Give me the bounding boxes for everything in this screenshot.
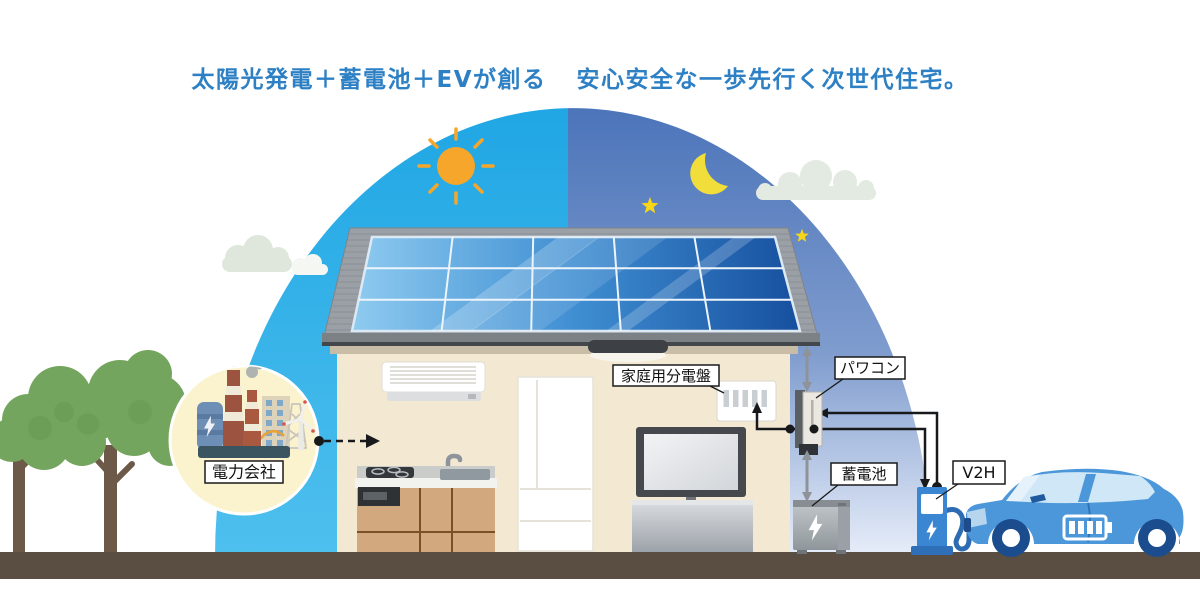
- power-wiring: [752, 402, 939, 490]
- sink: [440, 469, 490, 480]
- headline: 太陽光発電＋蓄電池＋EVが創る 安心安全な一歩先行く次世代住宅。: [0, 60, 1160, 94]
- tv-cabinet: [632, 503, 753, 553]
- storage-battery-unit: [793, 500, 850, 554]
- distribution-board: [716, 380, 777, 422]
- grid-to-house-arrow: [314, 434, 380, 448]
- cloud-icon: [756, 160, 876, 200]
- chimney-icon: [223, 370, 261, 448]
- power-plant-icon: [197, 366, 315, 458]
- headline-part2: 安心安全な一歩先行く次世代住宅。: [576, 67, 969, 93]
- house: [321, 227, 821, 553]
- charging-cable: [942, 507, 972, 552]
- power-conditioner-unit: [795, 390, 823, 455]
- electric-vehicle: [964, 468, 1184, 557]
- crescent-moon-icon: [690, 153, 728, 195]
- air-conditioner: [381, 361, 486, 401]
- battery-gauge-icon: [1062, 514, 1112, 541]
- solar-panel: [350, 235, 802, 333]
- battery-label: 蓄電池: [841, 465, 886, 483]
- cloud-icon: [222, 235, 292, 272]
- callout-battery: 蓄電池: [811, 462, 898, 507]
- power-company-badge: 電力会社: [168, 364, 320, 516]
- callout-power-conditioner: パワコン: [815, 356, 906, 399]
- distribution-board-label: 家庭用分電盤: [621, 367, 711, 385]
- tv: [632, 427, 753, 553]
- wire-node: [785, 424, 795, 434]
- power-company-label: 電力会社: [212, 463, 276, 482]
- v2h-station: [911, 487, 972, 555]
- kitchen-counter: [355, 453, 497, 553]
- wind-turbine-icon: [282, 400, 315, 450]
- v2h-label: V2H: [962, 463, 995, 482]
- porch-awning: [588, 340, 668, 353]
- callout-distribution-board: 家庭用分電盤: [612, 364, 725, 394]
- power-company-label-box: [204, 460, 284, 484]
- rear-wheel: [1138, 519, 1176, 557]
- wire-node: [809, 424, 819, 434]
- callout-v2h: V2H: [935, 460, 1006, 500]
- headline-part1: 太陽光発電＋蓄電池＋EVが創る: [191, 67, 547, 93]
- sun-icon: [417, 127, 495, 205]
- refrigerator: [517, 376, 594, 552]
- energy-flow-arrows: [802, 346, 812, 502]
- ground: [0, 552, 1200, 579]
- fuel-tank-icon: [197, 402, 223, 450]
- charge-port: [964, 518, 971, 532]
- front-wheel: [992, 519, 1030, 557]
- cloud-icon: [292, 254, 328, 275]
- power-conditioner-label: パワコン: [840, 359, 900, 377]
- trees: [0, 350, 218, 553]
- side-mirror: [1030, 494, 1046, 503]
